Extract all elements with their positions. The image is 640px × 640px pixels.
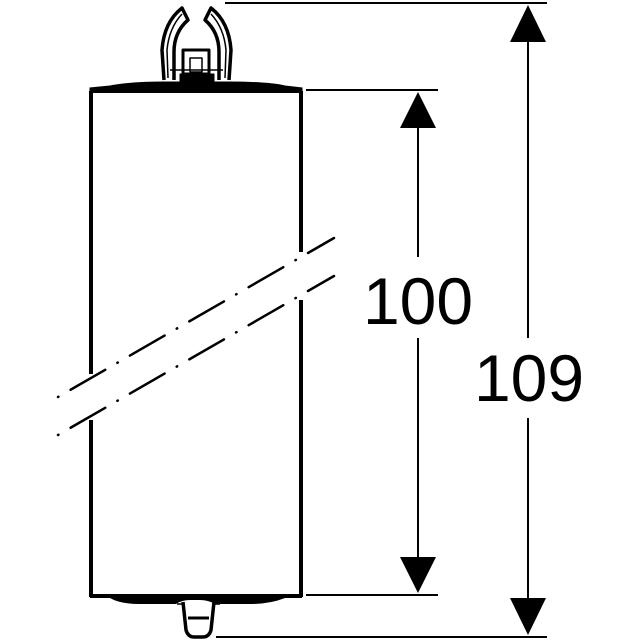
- bottom-collar: [110, 598, 285, 604]
- dimension-body-height: 100: [363, 92, 473, 593]
- break-lines: [56, 236, 336, 437]
- break-line-upper: [56, 236, 336, 399]
- arrow-down-icon: [510, 598, 546, 635]
- extension-lines: [216, 2, 547, 638]
- top-clip: [160, 6, 233, 83]
- cylinder-body: [89, 89, 303, 598]
- arrow-up-icon: [510, 5, 546, 42]
- arrow-down-icon: [400, 557, 436, 593]
- dimension-label-100: 100: [363, 264, 473, 338]
- break-line-lower: [56, 274, 336, 437]
- arrow-up-icon: [400, 92, 436, 128]
- dimension-overall-height: 109: [474, 5, 584, 635]
- bottom-pin: [177, 601, 220, 639]
- dimension-label-109: 109: [474, 341, 584, 415]
